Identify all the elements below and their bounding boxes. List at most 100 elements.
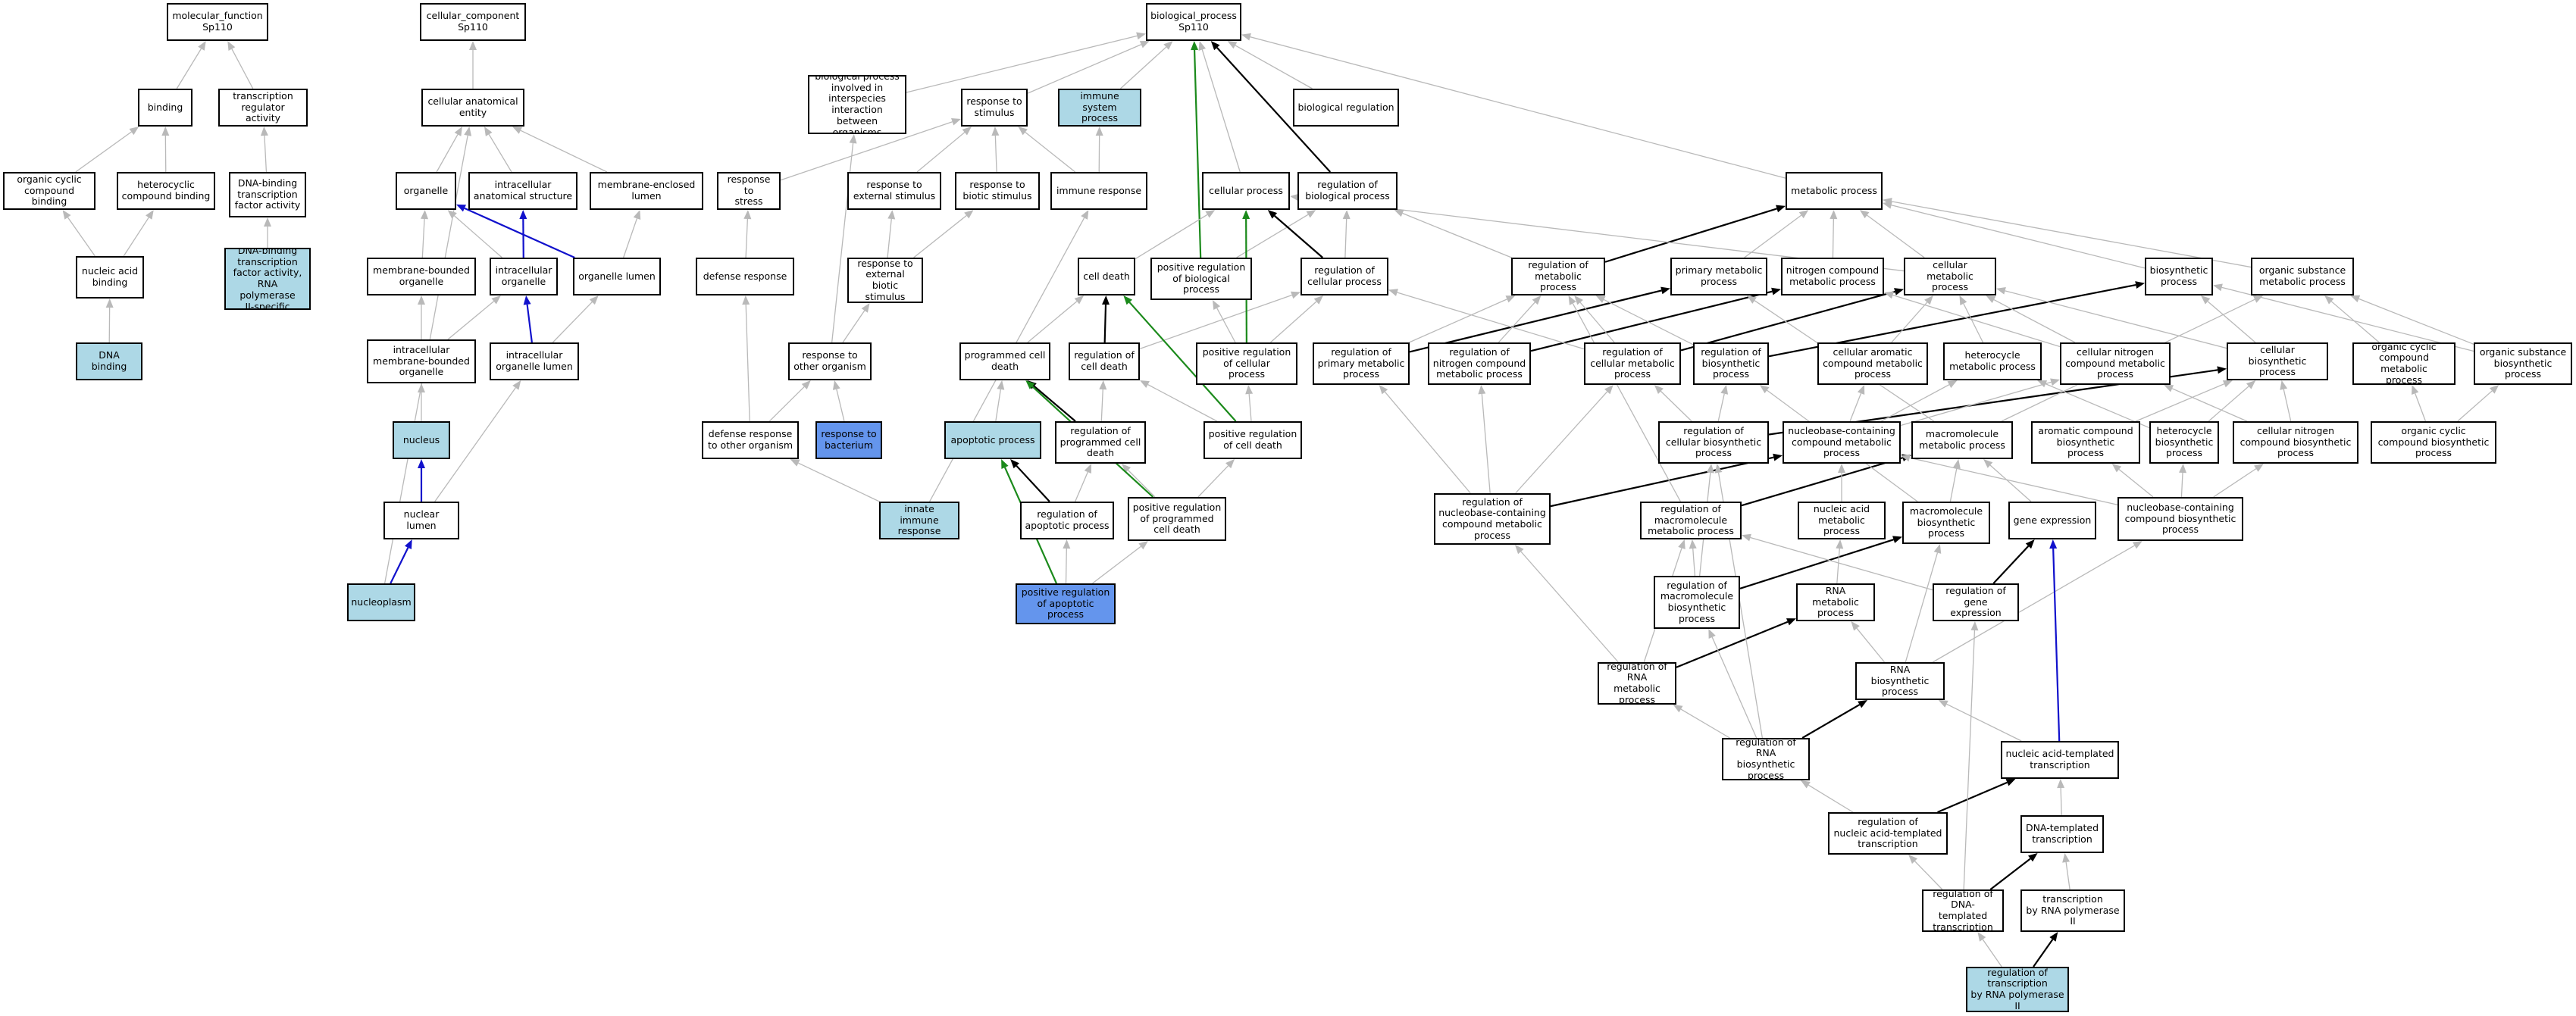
node-positive-regulation-of-programmed-cell-death[interactable]: positive regulation of programmed cell d… (1128, 497, 1226, 541)
node-metabolic-process[interactable]: metabolic process (1786, 172, 1883, 210)
node-cell-death[interactable]: cell death (1078, 258, 1135, 295)
node-nucleobase-containing-compound-metabolic-process[interactable]: nucleobase-containing compound metabolic… (1783, 421, 1901, 464)
node-organic-cyclic-compound-metabolic-process[interactable]: organic cyclic compound metabolic proces… (2352, 342, 2455, 385)
node-nucleobase-containing-compound-biosynthetic-process[interactable]: nucleobase-containing compound biosynthe… (2117, 497, 2243, 541)
edge-isp-to-bp (1119, 46, 1167, 89)
arrowhead-dr-to-rtstress (743, 210, 752, 220)
node-nucleus[interactable]: nucleus (393, 421, 450, 459)
node-regulation-of-cell-death[interactable]: regulation of cell death (1069, 342, 1140, 380)
node-regulation-of-nitrogen-compound-metabolic-process[interactable]: regulation of nitrogen compound metaboli… (1428, 342, 1531, 385)
node-dna-templated-transcription[interactable]: DNA-templated transcription (2020, 815, 2104, 853)
node-regulation-of-cellular-process[interactable]: regulation of cellular process (1301, 258, 1388, 295)
node-primary-metabolic-process[interactable]: primary metabolic process (1670, 258, 1767, 295)
node-regulation-of-metabolic-process[interactable]: regulation of metabolic process (1511, 258, 1605, 295)
node-regulation-of-rna-biosynthetic-process[interactable]: regulation of RNA biosynthetic process (1722, 738, 1810, 780)
node-regulation-of-biosynthetic-process[interactable]: regulation of biosynthetic process (1693, 342, 1769, 385)
node-transcription-by-rna-polymerase-ii[interactable]: transcription by RNA polymerase II (2020, 889, 2125, 932)
node-regulation-of-programmed-cell-death[interactable]: regulation of programmed cell death (1055, 421, 1146, 464)
node-nucleic-acid-metabolic-process[interactable]: nucleic acid metabolic process (1798, 502, 1886, 539)
node-cellular-biosynthetic-process[interactable]: cellular biosynthetic process (2227, 342, 2328, 380)
node-heterocycle-biosynthetic-process[interactable]: heterocycle biosynthetic process (2149, 421, 2219, 464)
node-cellular-aromatic-compound-metabolic-process[interactable]: cellular aromatic compound metabolic pro… (1817, 342, 1928, 385)
node-positive-regulation-of-apoptotic-process[interactable]: positive regulation of apoptotic process (1016, 583, 1116, 624)
node-heterocycle-metabolic-process[interactable]: heterocycle metabolic process (1943, 342, 2042, 380)
node-dna-binding[interactable]: DNA binding (76, 342, 142, 380)
node-intracellular-organelle[interactable]: intracellular organelle (490, 258, 558, 295)
node-binding[interactable]: binding (138, 89, 192, 127)
node-biosynthetic-process[interactable]: biosynthetic process (2145, 258, 2213, 295)
node-membrane-bounded-organelle[interactable]: membrane-bounded organelle (367, 258, 476, 295)
node-gene-expression[interactable]: gene expression (2008, 502, 2096, 539)
node-rna-metabolic-process[interactable]: RNA metabolic process (1796, 583, 1875, 621)
node-defense-response[interactable]: defense response (696, 258, 794, 295)
node-innate-immune-response[interactable]: innate immune response (879, 502, 959, 539)
node-organic-substance-biosynthetic-process[interactable]: organic substance biosynthetic process (2474, 342, 2572, 385)
node-programmed-cell-death[interactable]: programmed cell death (959, 342, 1050, 380)
node-nuclear-lumen[interactable]: nuclear lumen (383, 502, 459, 539)
node-cellular-nitrogen-compound-biosynthetic-process[interactable]: cellular nitrogen compound biosynthetic … (2233, 421, 2358, 464)
node-dna-binding-tf-activity[interactable]: DNA-binding transcription factor activit… (229, 172, 306, 217)
node-biological-process[interactable]: biological_process Sp110 (1146, 3, 1241, 41)
node-biological-regulation[interactable]: biological regulation (1293, 89, 1399, 127)
node-defense-response-to-other-organism[interactable]: defense response to other organism (702, 421, 799, 459)
node-organic-cyclic-compound-biosynthetic-process[interactable]: organic cyclic compound biosynthetic pro… (2371, 421, 2496, 464)
edge-rocp-to-cp (1274, 215, 1323, 258)
node-regulation-of-transcription-by-rna-polymerase-ii[interactable]: regulation of transcription by RNA polym… (1966, 967, 2069, 1012)
node-regulation-of-cellular-biosynthetic-process[interactable]: regulation of cellular biosynthetic proc… (1658, 421, 1769, 464)
node-regulation-of-gene-expression[interactable]: regulation of gene expression (1933, 583, 2019, 621)
node-membrane-enclosed-lumen[interactable]: membrane-enclosed lumen (590, 172, 703, 210)
node-positive-regulation-of-cell-death[interactable]: positive regulation of cell death (1203, 421, 1302, 459)
node-immune-system-process[interactable]: immune system process (1058, 89, 1141, 127)
node-aromatic-compound-biosynthetic-process[interactable]: aromatic compound biosynthetic process (2031, 421, 2140, 464)
node-macromolecule-metabolic-process[interactable]: macromolecule metabolic process (1911, 421, 2013, 459)
node-organelle-lumen[interactable]: organelle lumen (573, 258, 661, 295)
node-response-to-bacterium[interactable]: response to bacterium (815, 421, 882, 459)
node-cellular-process[interactable]: cellular process (1202, 172, 1290, 210)
node-response-to-stimulus[interactable]: response to stimulus (961, 89, 1028, 127)
node-regulation-of-macromolecule-biosynthetic-process[interactable]: regulation of macromolecule biosynthetic… (1654, 576, 1740, 629)
node-regulation-of-nucleobase-containing-compound-metabolic-process[interactable]: regulation of nucleobase-containing comp… (1434, 493, 1551, 545)
node-regulation-of-primary-metabolic-process[interactable]: regulation of primary metabolic process (1313, 342, 1410, 385)
node-intracellular-membrane-bounded-organelle[interactable]: intracellular membrane-bounded organelle (367, 339, 476, 383)
node-nucleic-acid-binding[interactable]: nucleic acid binding (76, 256, 144, 299)
node-positive-regulation-of-biological-process[interactable]: positive regulation of biological proces… (1150, 258, 1252, 300)
node-organic-cyclic-compound-binding[interactable]: organic cyclic compound binding (3, 172, 95, 210)
arrowhead-dbtfa-to-tra (260, 127, 268, 136)
node-response-to-stress[interactable]: response to stress (717, 172, 781, 210)
node-intracellular-organelle-lumen[interactable]: intracellular organelle lumen (490, 342, 579, 380)
node-dna-binding-tf-activity-pol2[interactable]: DNA-binding transcription factor activit… (224, 248, 311, 310)
arrowhead-robsp-to-romp (1595, 295, 1606, 303)
node-organic-substance-metabolic-process[interactable]: organic substance metabolic process (2251, 258, 2354, 295)
node-regulation-of-macromolecule-metabolic-process[interactable]: regulation of macromolecule metabolic pr… (1640, 502, 1742, 539)
node-organelle[interactable]: organelle (396, 172, 456, 210)
node-regulation-of-apoptotic-process[interactable]: regulation of apoptotic process (1020, 502, 1114, 539)
node-response-to-other-organism[interactable]: response to other organism (788, 342, 872, 380)
node-intracellular-anatomical-structure[interactable]: intracellular anatomical structure (468, 172, 577, 210)
node-heterocyclic-compound-binding[interactable]: heterocyclic compound binding (117, 172, 215, 210)
node-cellular-nitrogen-compound-metabolic-process[interactable]: cellular nitrogen compound metabolic pro… (2060, 342, 2171, 385)
node-nitrogen-compound-metabolic-process[interactable]: nitrogen compound metabolic process (1781, 258, 1884, 295)
node-bp-interspecies-interaction[interactable]: biological process involved in interspec… (808, 75, 906, 134)
node-rna-biosynthetic-process[interactable]: RNA biosynthetic process (1855, 662, 1945, 700)
node-cellular-anatomical-entity[interactable]: cellular anatomical entity (421, 89, 524, 127)
node-response-to-biotic-stimulus[interactable]: response to biotic stimulus (955, 172, 1040, 210)
node-transcription-regulator-activity[interactable]: transcription regulator activity (218, 89, 308, 127)
node-cellular-metabolic-process[interactable]: cellular metabolic process (1904, 258, 1996, 295)
node-response-to-external-stimulus[interactable]: response to external stimulus (847, 172, 941, 210)
node-regulation-of-dna-templated-transcription[interactable]: regulation of DNA-templated transcriptio… (1922, 889, 2004, 932)
node-regulation-of-nucleic-acid-templated-transcription[interactable]: regulation of nucleic acid-templated tra… (1828, 812, 1948, 855)
node-immune-response[interactable]: immune response (1050, 172, 1147, 210)
node-macromolecule-biosynthetic-process[interactable]: macromolecule biosynthetic process (1902, 502, 1990, 544)
node-molecular-function[interactable]: molecular_function Sp110 (167, 3, 268, 41)
node-positive-regulation-of-cellular-process[interactable]: positive regulation of cellular process (1196, 342, 1297, 385)
edge-roap-to-ap (1016, 465, 1050, 502)
node-regulation-of-cellular-metabolic-process[interactable]: regulation of cellular metabolic process (1584, 342, 1681, 385)
node-nucleoplasm[interactable]: nucleoplasm (347, 583, 415, 621)
node-regulation-of-rna-metabolic-process[interactable]: regulation of RNA metabolic process (1598, 662, 1676, 705)
node-cellular-component[interactable]: cellular_component Sp110 (420, 3, 526, 41)
node-response-to-external-biotic-stimulus[interactable]: response to external biotic stimulus (847, 258, 923, 303)
node-regulation-of-biological-process[interactable]: regulation of biological process (1297, 172, 1398, 210)
arrowhead-rornabsp-to-rombsp (1708, 629, 1716, 639)
node-nucleic-acid-templated-transcription[interactable]: nucleic acid-templated transcription (2001, 741, 2119, 779)
node-apoptotic-process[interactable]: apoptotic process (944, 421, 1041, 459)
